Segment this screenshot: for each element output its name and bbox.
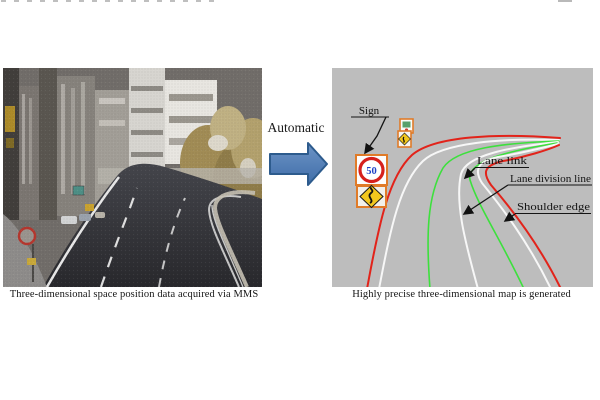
- sign-annotation: Sign: [351, 105, 389, 155]
- right-arrow-icon: [269, 142, 328, 186]
- lane-division-line-label: Lane division line: [510, 173, 591, 185]
- shoulder-edge-label: Shoulder edge: [517, 201, 590, 213]
- warning-sign: [356, 184, 387, 209]
- lane-division-line-right: [477, 143, 559, 287]
- lane-division-line-leader-arrow: [462, 184, 509, 215]
- speed-limit-value: 50: [366, 166, 377, 177]
- shoulder-edge-annotation: Shoulder edge: [503, 201, 591, 222]
- automatic-label: Automatic: [267, 120, 325, 135]
- sign-label: Sign: [359, 105, 380, 117]
- clipped-text-artifact-2: [558, 0, 572, 2]
- pointcloud-noise-light: [3, 68, 262, 287]
- shoulder-edge-line-right: [484, 144, 562, 287]
- lane-link-line-1: [427, 140, 560, 287]
- lane-link-leader-arrow: [463, 167, 476, 180]
- lane-link-line-2: [469, 142, 558, 287]
- lane-division-line-annotation: Lane division line: [462, 173, 592, 215]
- map-annotations: Sign Lane link Lane division line Should…: [351, 105, 592, 222]
- precision-map-image: 50 Sign: [332, 68, 593, 287]
- small-sign-lower: [397, 130, 412, 148]
- right-image-caption: Highly precise three-dimensional map is …: [352, 289, 571, 300]
- sign-leader-arrow: [364, 116, 387, 155]
- speed-limit-sign: 50: [355, 154, 388, 186]
- mms-point-cloud-image: [3, 68, 262, 287]
- lane-link-label: Lane link: [477, 155, 528, 167]
- warning-diamond-icon: [359, 184, 384, 209]
- shoulder-edge-line-left: [366, 134, 561, 287]
- left-image-caption: Three-dimensional space position data ac…: [9, 289, 259, 300]
- map-road-lines: [366, 134, 562, 287]
- shoulder-edge-leader-arrow: [503, 211, 516, 222]
- lane-division-line-center: [458, 141, 559, 287]
- lane-division-line-left: [378, 138, 560, 287]
- winding-road-glyph: [368, 186, 374, 204]
- detected-signs: 50: [355, 118, 414, 209]
- block-arrow-shape: [269, 142, 328, 186]
- speed-ring-icon: [358, 156, 385, 184]
- lane-link-annotation: Lane link: [463, 155, 529, 180]
- clipped-text-artifact: [1, 0, 215, 2]
